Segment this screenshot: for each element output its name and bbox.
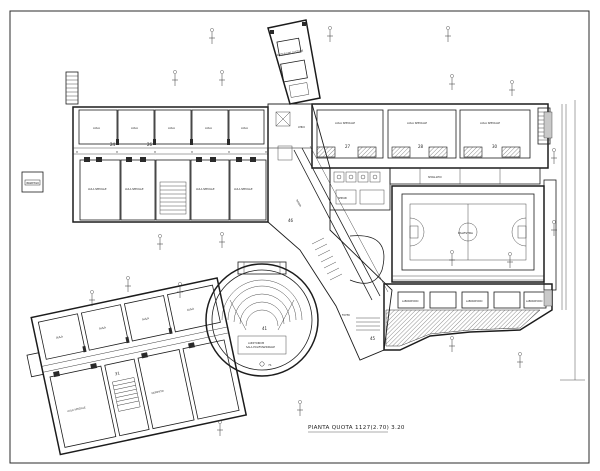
room-number: 41 xyxy=(262,326,268,331)
room-number: 30 xyxy=(492,144,498,149)
ramp-label: RAMPA xyxy=(295,199,302,208)
room-label: AULA xyxy=(205,126,212,130)
room-number: 45 xyxy=(370,336,376,341)
room-label: AULA SPECIALE xyxy=(335,121,355,125)
site-edge xyxy=(543,100,585,381)
room-label: AULA SPECIALE xyxy=(234,188,253,191)
room-label: AULA SPECIALE xyxy=(407,121,427,125)
room-label: AULA xyxy=(99,325,107,330)
atrium-label: ATRIO xyxy=(298,126,305,129)
lab-label: LABORATORIO xyxy=(526,300,543,303)
room-label: AULA xyxy=(187,307,195,312)
axis-markers xyxy=(88,26,558,437)
sheet-border xyxy=(9,10,590,464)
room-label: AULA SPECIALE xyxy=(67,406,86,413)
room-label: AULA SPECIALE xyxy=(480,121,500,125)
services-block: SERVIZI SPOGLIATOI xyxy=(329,167,541,211)
room-label: AULA xyxy=(241,126,248,130)
room-label: AULA SPECIALE xyxy=(125,188,144,191)
entrance-label: INGRESSO xyxy=(26,181,39,185)
room-label: AULA xyxy=(131,126,138,130)
locker-label: SPOGLIATOI xyxy=(428,176,442,179)
classroom-wing-southwest: AULA AULA AULA AULA AULA SPECIALE DEPOSI… xyxy=(26,277,248,456)
room-label: AULA xyxy=(56,334,64,339)
foyer-label: FOYER xyxy=(342,314,350,317)
room-label: AULA SPECIALE xyxy=(88,188,107,191)
room-label: DEPOSITO xyxy=(151,390,164,396)
entrance-box: INGRESSO xyxy=(21,171,44,193)
services-label: SERVIZI xyxy=(338,197,347,200)
caretaker-label: ABITAZIONE CUSTODE xyxy=(277,49,304,57)
auditorium-label: AUDITORIUM xyxy=(248,341,264,345)
room-number: 26 xyxy=(147,142,153,147)
room-number: 46 xyxy=(288,218,294,223)
gym-label: PALESTRA xyxy=(458,231,474,235)
laboratories: LABORATORIO LABORATORIO LABORATORIO xyxy=(383,283,553,351)
room-label: AULA xyxy=(142,316,150,321)
room-number: 27 xyxy=(345,144,351,149)
room-number: 24 xyxy=(110,142,116,147)
room-label: AULA xyxy=(168,126,175,130)
room-number: 31 xyxy=(114,370,120,376)
gymnasium: PALESTRA xyxy=(391,104,567,310)
auditorium: AUDITORIUM SALA POLIFUNZIONALE 41 71 xyxy=(205,261,319,377)
caretaker-block: ABITAZIONE CUSTODE xyxy=(267,19,321,105)
drawing-title: PIANTA QUOTA 1127(2.70) 3.20 xyxy=(308,425,405,431)
classroom-wing-east: AULA SPECIALE AULA SPECIALE AULA SPECIAL… xyxy=(311,103,551,169)
auditorium-sublabel: SALA POLIFUNZIONALE xyxy=(246,345,275,349)
lab-label: LABORATORIO xyxy=(466,300,483,303)
room-number: 71 xyxy=(268,363,272,367)
lab-label: LABORATORIO xyxy=(402,300,419,303)
classroom-wing-north: AULA AULA AULA AULA AULA AULA SPECIALE A… xyxy=(65,71,269,223)
room-label: AULA SPECIALE xyxy=(196,188,215,191)
room-label: AULA xyxy=(93,126,100,130)
central-ramp: RAMPA 46 FOYER 45 ATRIO xyxy=(267,103,393,361)
room-number: 28 xyxy=(418,144,424,149)
